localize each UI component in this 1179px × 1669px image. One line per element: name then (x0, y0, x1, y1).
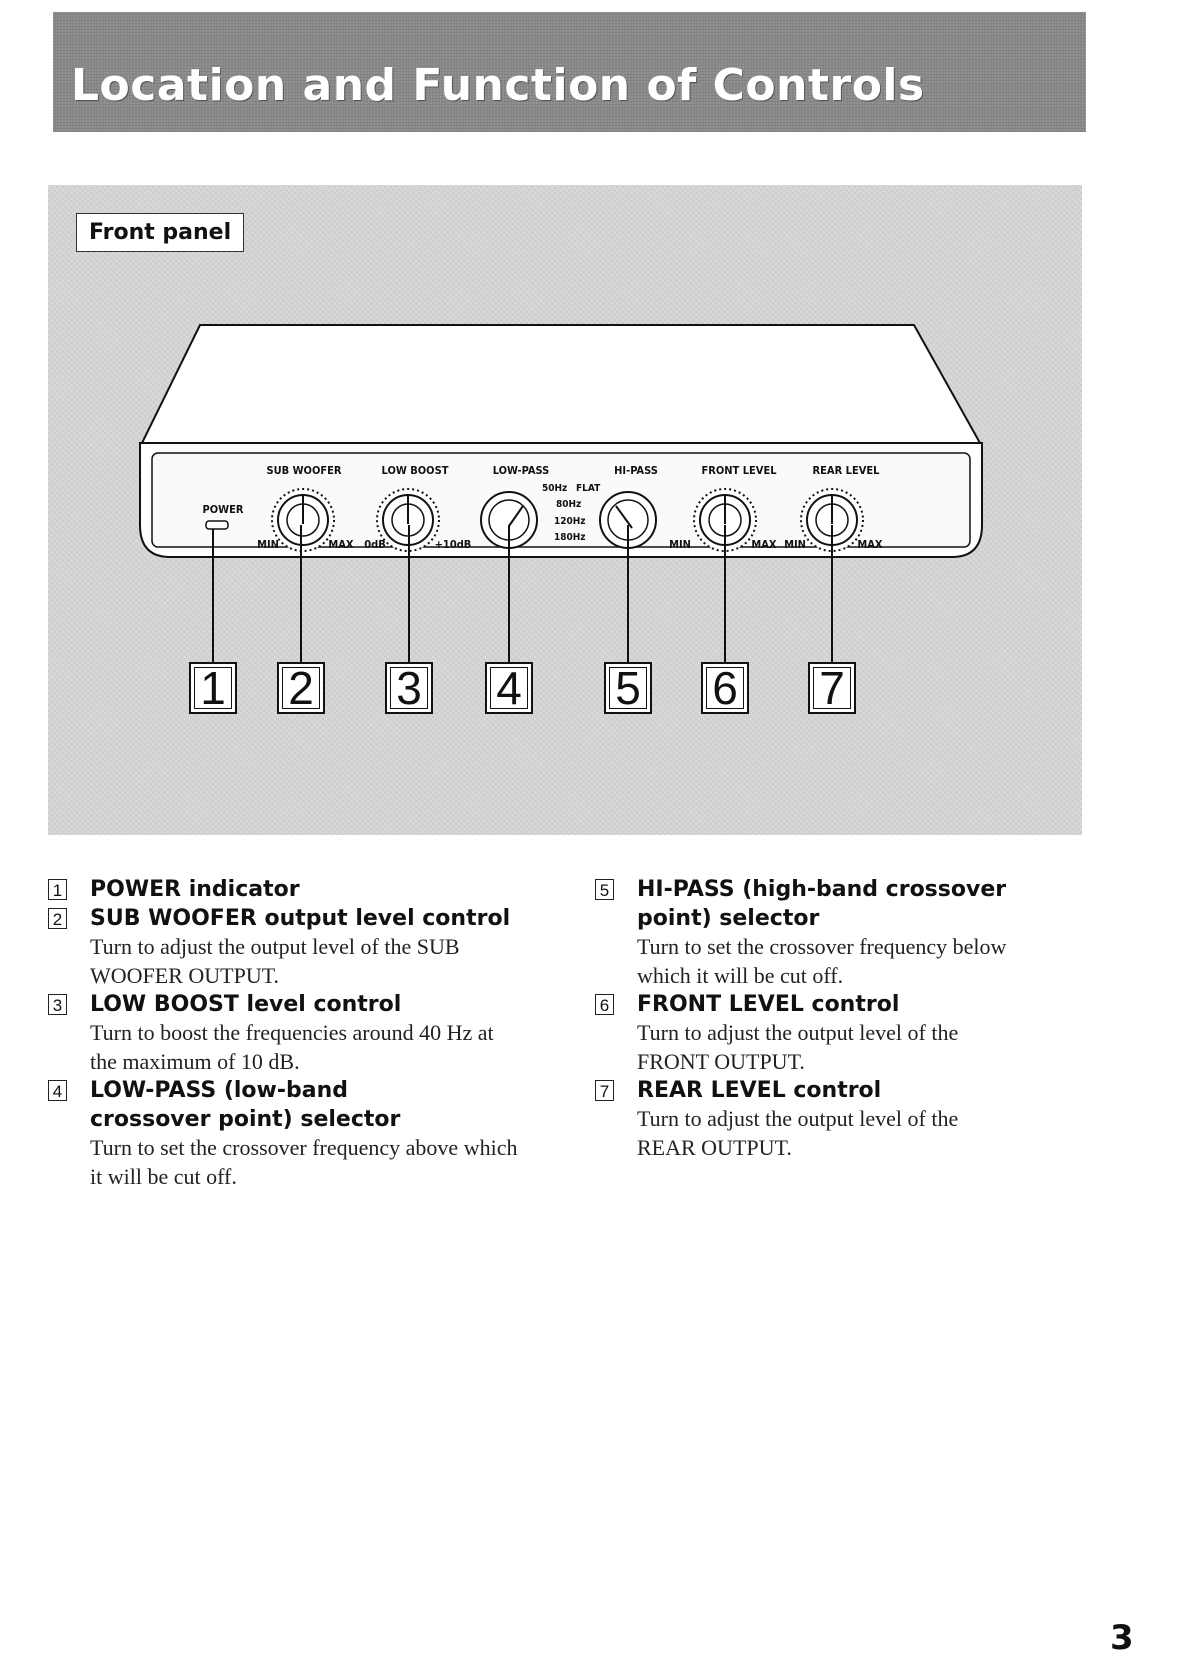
item-title: FRONT LEVEL control (637, 992, 900, 1017)
label-rear-level: REAR LEVEL (813, 464, 881, 477)
label-sub-woofer: SUB WOOFER (266, 464, 341, 477)
label-boost-10db: +10dB (435, 538, 472, 551)
callout-3: 3 (385, 662, 433, 714)
label-boost-0db: 0dB (364, 538, 386, 551)
list-item: 6 FRONT LEVEL control Turn to adjust the… (595, 990, 1065, 1076)
callout-6: 6 (701, 662, 749, 714)
item-number: 7 (595, 1080, 614, 1101)
label-sub-max: MAX (328, 538, 354, 551)
page-title: Location and Function of Controls (71, 60, 925, 111)
item-body: Turn to set the crossover frequency abov… (90, 1135, 518, 1189)
device-front-bezel (151, 452, 971, 548)
list-item: 3 LOW BOOST level control Turn to boost … (48, 990, 518, 1076)
low-boost-knob (376, 488, 440, 552)
label-low-boost: LOW BOOST (382, 464, 449, 477)
item-title: SUB WOOFER output level control (90, 906, 511, 931)
list-item: 4 LOW-PASS (low-band crossover point) se… (48, 1076, 518, 1191)
label-sub-min: MIN (257, 538, 279, 551)
front-panel-figure: POWER SUB WOOFER LOW BOOST LOW-PASS HI-P… (48, 185, 1082, 835)
label-front-max: MAX (751, 538, 777, 551)
item-title: LOW-PASS (low-band crossover point) sele… (90, 1078, 401, 1132)
item-title: POWER indicator (90, 877, 300, 902)
label-50hz: 50Hz (542, 483, 567, 494)
item-body: Turn to set the crossover frequency belo… (637, 934, 1007, 988)
front-level-knob (693, 488, 757, 552)
device-top-surface (140, 324, 982, 444)
label-hi-pass: HI-PASS (614, 464, 658, 477)
label-front-min: MIN (669, 538, 691, 551)
item-number: 5 (595, 879, 614, 900)
power-led (205, 520, 229, 530)
sub-woofer-knob (271, 488, 335, 552)
header-banner: Location and Function of Controls (53, 12, 1086, 132)
front-panel-label: Front panel (76, 213, 245, 252)
label-rear-min: MIN (784, 538, 806, 551)
rear-level-knob (800, 488, 864, 552)
callout-4: 4 (485, 662, 533, 714)
low-pass-knob (480, 491, 538, 549)
label-80hz: 80Hz (556, 499, 581, 510)
item-title: REAR LEVEL control (637, 1078, 882, 1103)
front-panel-illustration: POWER SUB WOOFER LOW BOOST LOW-PASS HI-P… (139, 324, 983, 664)
item-number: 3 (48, 994, 67, 1015)
callout-2: 2 (277, 662, 325, 714)
label-power: POWER (203, 503, 244, 516)
descriptions-left: 1 POWER indicator 2 SUB WOOFER output le… (48, 875, 518, 1191)
label-180hz: 180Hz (554, 532, 586, 543)
page-number: 3 (1110, 1618, 1134, 1658)
label-120hz: 120Hz (554, 516, 586, 527)
item-number: 4 (48, 1080, 67, 1101)
item-title: HI-PASS (high-band crossover point) sele… (637, 877, 1007, 931)
callout-5: 5 (604, 662, 652, 714)
item-body: Turn to adjust the output level of the F… (637, 1020, 959, 1074)
item-number: 1 (48, 879, 67, 900)
list-item: 2 SUB WOOFER output level control Turn t… (48, 904, 518, 990)
callout-7: 7 (808, 662, 856, 714)
item-body: Turn to adjust the output level of the S… (90, 934, 460, 988)
label-low-pass: LOW-PASS (493, 464, 550, 477)
leader-lines (212, 525, 833, 664)
item-body: Turn to boost the frequencies around 40 … (90, 1020, 494, 1074)
item-number: 6 (595, 994, 614, 1015)
list-item: 1 POWER indicator (48, 875, 518, 904)
descriptions-right: 5 HI-PASS (high-band crossover point) se… (595, 875, 1065, 1162)
label-front-level: FRONT LEVEL (701, 464, 777, 477)
label-flat: FLAT (576, 483, 601, 494)
list-item: 7 REAR LEVEL control Turn to adjust the … (595, 1076, 1065, 1162)
item-title: LOW BOOST level control (90, 992, 402, 1017)
item-body: Turn to adjust the output level of the R… (637, 1106, 959, 1160)
callout-1: 1 (189, 662, 237, 714)
label-rear-max: MAX (857, 538, 883, 551)
list-item: 5 HI-PASS (high-band crossover point) se… (595, 875, 1065, 990)
item-number: 2 (48, 908, 67, 929)
